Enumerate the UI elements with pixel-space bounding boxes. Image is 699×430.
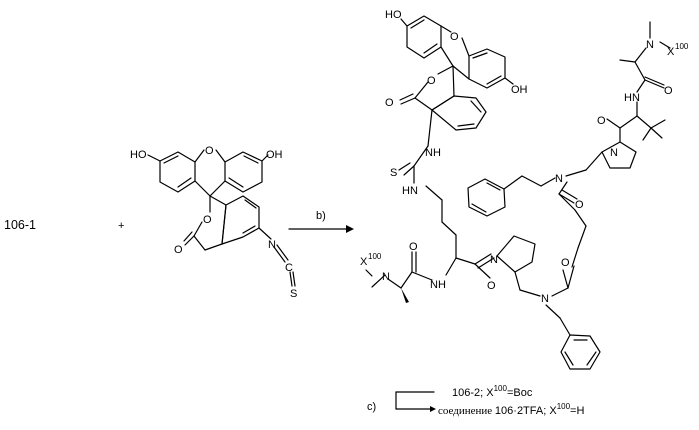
step-label: c) — [367, 401, 376, 413]
atom-label: O — [385, 97, 394, 109]
atom-label: NH — [425, 147, 441, 159]
atom-label: O — [597, 115, 606, 127]
plus-sign: + — [118, 220, 124, 232]
atom-label: HN — [402, 185, 418, 197]
atom-label: HN — [624, 92, 640, 104]
atom-label: O — [450, 31, 459, 43]
annotation-line-1: 106-2; X100=Boc — [452, 384, 533, 399]
atom-label: O — [174, 244, 183, 256]
atom-label: O — [409, 241, 418, 253]
atom-label: X — [667, 46, 675, 58]
atom-label: OH — [511, 84, 528, 96]
atom-label: HO — [385, 9, 402, 21]
atom-label: S — [390, 167, 397, 179]
fitc-structure: HO OH O O O N C S — [130, 145, 297, 300]
atom-label: OH — [266, 149, 283, 161]
atom-label-superscript: 100 — [368, 252, 382, 261]
step-c-annotation: c) — [367, 392, 436, 413]
annotation-line-2: соединение 106·2TFA; X100=H — [438, 402, 584, 417]
atom-label: O — [205, 145, 214, 157]
atom-label: S — [290, 288, 297, 300]
atom-label-superscript: 100 — [675, 42, 689, 51]
atom-label: O — [487, 280, 496, 292]
atom-label: O — [561, 257, 570, 269]
atom-label: HO — [130, 149, 147, 161]
atom-label: N — [646, 39, 654, 51]
atom-label: X — [360, 256, 368, 268]
reaction-arrow — [289, 225, 354, 233]
atom-label: N — [382, 271, 390, 283]
atom-label: O — [575, 199, 584, 211]
atom-label: O — [664, 85, 673, 97]
atom-label: C — [285, 262, 293, 274]
atom-label: N — [490, 254, 498, 266]
arrow-label: b) — [316, 210, 326, 222]
reactant-label: 106-1 — [4, 218, 36, 232]
atom-label: N — [610, 147, 618, 159]
atom-label: N — [268, 239, 276, 251]
atom-label: N — [541, 293, 549, 305]
atom-label: O — [427, 75, 436, 87]
atom-label: O — [203, 214, 212, 226]
atom-label: NH — [430, 279, 446, 291]
atom-label: N — [555, 173, 563, 185]
product-structure: HO O OH O O NH S HN NH O O N X 100 N N O… — [360, 9, 689, 369]
